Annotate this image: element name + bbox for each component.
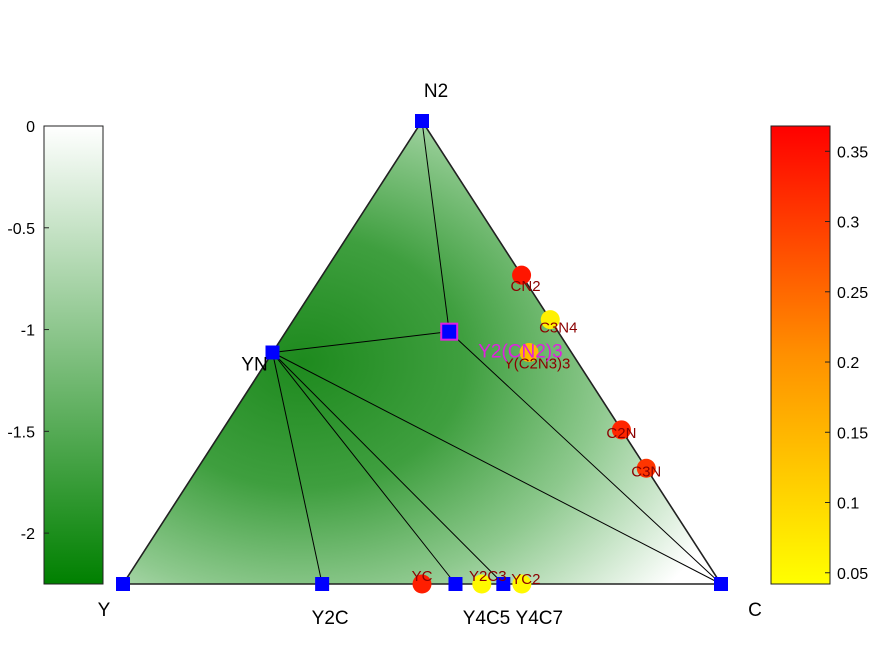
unstable-phases [412, 265, 656, 594]
unstable-point-yc [412, 574, 432, 594]
unstable-label-cn2: CN2 [511, 278, 541, 295]
phase-label-c: C [748, 600, 762, 621]
unstable-point-c3n4 [540, 310, 560, 330]
phase-label-y: Y [98, 600, 111, 621]
phase-label-y4c7: Y4C7 [516, 608, 564, 629]
right-tick-label: 0.1 [837, 496, 859, 513]
unstable-label-y2c3: Y2C3 [469, 568, 507, 585]
phase-label-y4c5: Y4C5 [463, 608, 511, 629]
right-tick-label: 0.2 [837, 355, 859, 372]
unstable-point-c2n [611, 420, 631, 440]
tie-line-yn-y2c [272, 352, 323, 585]
stable-point-y [116, 577, 130, 591]
unstable-label-y-c2n3-3: Y(C2N3)3 [504, 356, 571, 373]
stable-point-c [714, 577, 728, 591]
unstable-point-y2c3 [472, 574, 492, 594]
right-colorbar-fill [770, 125, 831, 585]
stable-point-y2c [315, 577, 330, 591]
tie-line-y2-cn2-3-n2 [421, 120, 450, 332]
right-tick-label: 0.3 [837, 215, 859, 232]
unstable-point-cn2 [512, 265, 532, 285]
tie-line-yn-y4c5 [272, 352, 456, 585]
tie-line-yn-y2-cn2-3 [272, 331, 450, 353]
left-colorbar-ticks: 0 -0.5 -1 -1.5 -2 [7, 119, 49, 543]
unstable-label-c2n: C2N [606, 425, 636, 442]
tie-line-yn-c [272, 352, 722, 585]
unstable-point-c3n [636, 458, 656, 478]
phase-label-yn: YN [241, 355, 267, 376]
left-tick-label: 0 [26, 119, 35, 136]
right-tick-label: 0.25 [837, 285, 868, 302]
stable-point-y4c5 [448, 577, 463, 591]
stable-phases [116, 114, 728, 591]
right-tick-label: 0.05 [837, 566, 868, 583]
phase-triangle [121, 119, 723, 585]
tie-line-y2-cn2-3-c [448, 331, 722, 585]
left-tick-label: -1.5 [7, 424, 35, 441]
right-tick-label: 0.15 [837, 425, 868, 442]
unstable-label-yc2: YC2 [511, 571, 540, 588]
phase-label-y2-cn2-3: Y2(CN2)3 [478, 342, 562, 363]
unstable-label-c3n4: C3N4 [539, 320, 577, 337]
stable-point-y4c7 [496, 577, 511, 591]
unstable-point-yc2 [512, 574, 532, 594]
tie-line-yn-y4c7 [272, 352, 504, 585]
right-colorbar: 0.35 0.3 0.25 0.2 0.15 0.1 0.05 [770, 125, 868, 585]
unstable-label-yc: YC [412, 568, 433, 585]
right-tick-label: 0.35 [837, 144, 868, 161]
phase-label-n2: N2 [424, 81, 448, 102]
left-colorbar-fill [43, 125, 104, 585]
left-tick-label: -2 [21, 526, 35, 543]
phase-label-y2c: Y2C [312, 608, 349, 629]
stable-point-y2-cn2-3 [442, 324, 457, 339]
left-colorbar: 0 -0.5 -1 -1.5 -2 [7, 119, 104, 585]
stable-point-n2 [415, 114, 429, 128]
formation-energy-shading [123, 121, 721, 584]
unstable-label-c3n: C3N [631, 463, 661, 480]
left-tick-label: -1 [21, 323, 35, 340]
unstable-point-y-c2n3-3 [519, 343, 539, 362]
stable-point-yn [265, 345, 280, 360]
right-colorbar-ticks: 0.35 0.3 0.25 0.2 0.15 0.1 0.05 [825, 144, 868, 583]
left-tick-label: -0.5 [7, 221, 35, 238]
